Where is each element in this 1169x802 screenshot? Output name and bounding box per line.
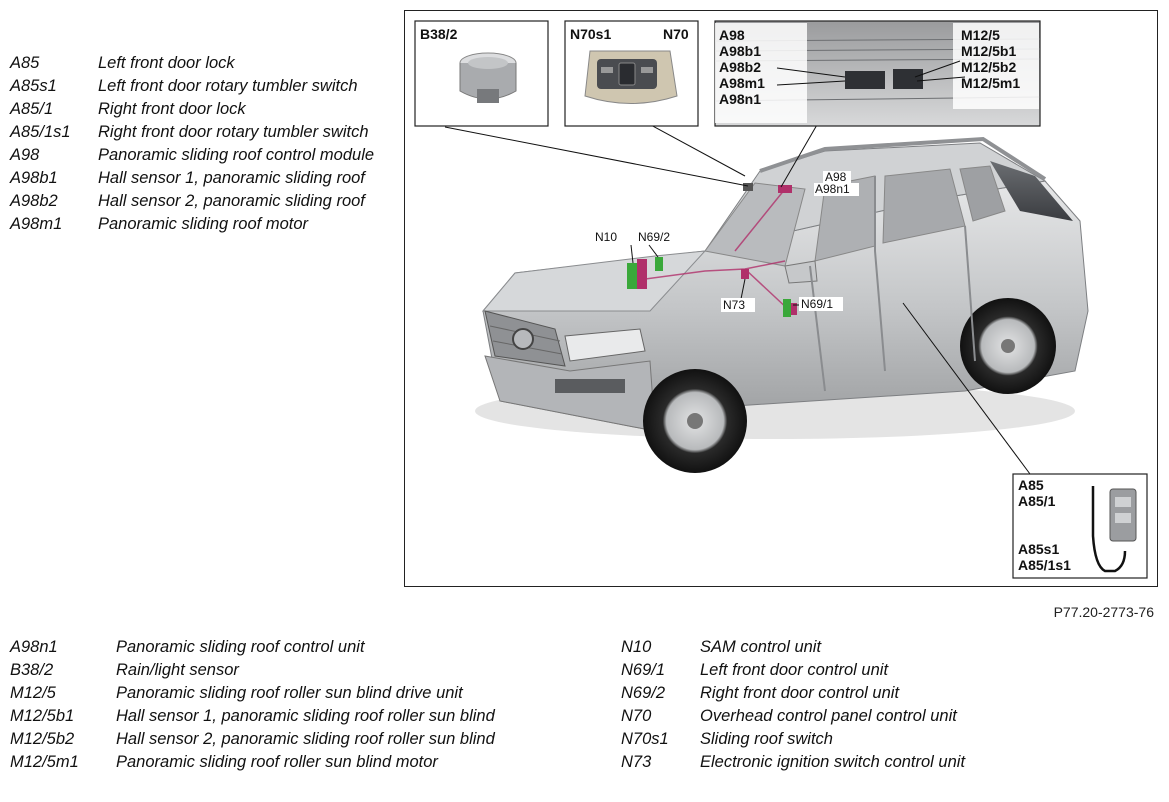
legend-bottom-left: A98n1 Panoramic sliding roof control unit…	[10, 637, 570, 775]
legend-row: N73 Electronic ignition switch control un…	[621, 752, 1041, 773]
legend-code: N73	[621, 753, 652, 771]
legend-description: Left front door control unit	[700, 661, 889, 679]
vehicle-illustration	[475, 136, 1089, 473]
callout-n69-1: N69/1	[801, 297, 833, 311]
legend-code: N70	[621, 707, 652, 725]
legend-description: Sliding roof switch	[700, 730, 833, 748]
legend-description: SAM control unit	[700, 638, 822, 656]
legend-code: A98b1	[10, 169, 58, 187]
inset-label-b38-2: B38/2	[420, 26, 458, 42]
legend-code: M12/5b1	[10, 707, 75, 725]
legend-row: M12/5b1 Hall sensor 1, panoramic sliding …	[10, 706, 570, 727]
legend-row: N70s1 Sliding roof switch	[621, 729, 1041, 750]
legend-code: N70s1	[621, 730, 669, 748]
lock-label-a85s1: A85s1	[1018, 541, 1059, 557]
legend-code: A98n1	[10, 638, 58, 656]
roof-label-a98b2: A98b2	[719, 59, 761, 75]
legend-row: B38/2 Rain/light sensor	[10, 660, 570, 681]
legend-description: Hall sensor 1, panoramic sliding roof ro…	[116, 707, 495, 725]
inset-label-n70s1: N70s1	[570, 26, 611, 42]
lock-label-a85-1: A85/1	[1018, 493, 1056, 509]
legend-row: M12/5b2 Hall sensor 2, panoramic sliding …	[10, 729, 570, 750]
legend-code: A85s1	[10, 77, 57, 95]
legend-code: N69/2	[621, 684, 666, 702]
legend-row: A98b1 Hall sensor 1, panoramic sliding ro…	[10, 168, 380, 189]
legend-row: A85 Left front door lock	[10, 53, 380, 74]
legend-description: Electronic ignition switch control unit	[700, 753, 966, 771]
inset-door-lock	[1012, 473, 1148, 579]
callout-a98: A98	[825, 170, 847, 184]
car-callouts: A98 A98n1 N10 N69/2 N73 N69/1	[593, 170, 859, 312]
callout-a98n1: A98n1	[815, 182, 850, 196]
legend-row: A85s1 Left front door rotary tumbler swit…	[10, 76, 380, 97]
inset-panoramic-roof	[714, 20, 1041, 127]
legend-description: Right front door rotary tumbler switch	[98, 123, 369, 141]
legend-description: Right front door lock	[98, 100, 246, 118]
callout-n10: N10	[595, 230, 617, 244]
legend-row: N10 SAM control unit	[621, 637, 1041, 658]
legend-code: N69/1	[621, 661, 666, 679]
legend-description: Rain/light sensor	[116, 661, 239, 679]
legend-code: A98m1	[10, 215, 63, 233]
legend-description: Panoramic sliding roof control unit	[116, 638, 365, 656]
legend-code: A98	[10, 146, 40, 164]
callout-n73: N73	[723, 298, 745, 312]
legend-description: Right front door control unit	[700, 684, 900, 702]
legend-row: A98b2 Hall sensor 2, panoramic sliding ro…	[10, 191, 380, 212]
legend-code: N10	[621, 638, 652, 656]
legend-row: A85/1 Right front door lock	[10, 99, 380, 120]
figure-reference-number: P77.20-2773-76	[1053, 604, 1154, 620]
legend-description: Panoramic sliding roof control module	[98, 146, 375, 164]
legend-description: Left front door rotary tumbler switch	[98, 77, 358, 95]
legend-description: Overhead control panel control unit	[700, 707, 957, 725]
lock-label-a85-1s1: A85/1s1	[1018, 557, 1071, 573]
legend-code: M12/5	[10, 684, 56, 702]
roof-label-m12-5b1: M12/5b1	[961, 43, 1016, 59]
legend-code: A85/1s1	[10, 123, 71, 141]
roof-label-m12-5b2: M12/5b2	[961, 59, 1016, 75]
inset-label-n70: N70	[663, 26, 689, 42]
roof-label-m12-5m1: M12/5m1	[961, 75, 1020, 91]
legend-row: A85/1s1 Right front door rotary tumbler s…	[10, 122, 380, 143]
roof-label-m12-5: M12/5	[961, 27, 1000, 43]
legend-code: A85	[10, 54, 40, 72]
lock-label-a85: A85	[1018, 477, 1044, 493]
legend-row: A98 Panoramic sliding roof control module	[10, 145, 380, 166]
legend-row: M12/5m1 Panoramic sliding roof roller sun…	[10, 752, 570, 773]
legend-row: N69/2 Right front door control unit	[621, 683, 1041, 704]
legend-description: Panoramic sliding roof roller sun blind …	[116, 684, 463, 702]
roof-label-a98b1: A98b1	[719, 43, 761, 59]
legend-description: Hall sensor 1, panoramic sliding roof	[98, 169, 365, 187]
legend-code: M12/5b2	[10, 730, 75, 748]
roof-label-a98m1: A98m1	[719, 75, 765, 91]
legend-description: Hall sensor 2, panoramic sliding roof ro…	[116, 730, 495, 748]
roof-label-a98n1: A98n1	[719, 91, 761, 107]
legend-code: B38/2	[10, 661, 54, 679]
component-location-figure: A98 A98n1 N10 N69/2 N73 N69/1 B38/2 N70s…	[404, 10, 1158, 587]
legend-row: N70 Overhead control panel control unit	[621, 706, 1041, 727]
figure-svg: A98 A98n1 N10 N69/2 N73 N69/1 B38/2 N70s…	[414, 20, 1148, 579]
legend-description: Left front door lock	[98, 54, 235, 72]
legend-code: A98b2	[10, 192, 58, 210]
roof-label-a98: A98	[719, 27, 745, 43]
legend-description: Panoramic sliding roof motor	[98, 215, 309, 233]
legend-code: A85/1	[10, 100, 54, 118]
legend-row: N69/1 Left front door control unit	[621, 660, 1041, 681]
legend-description: Hall sensor 2, panoramic sliding roof	[98, 192, 365, 210]
legend-row: M12/5 Panoramic sliding roof roller sun b…	[10, 683, 570, 704]
legend-row: A98n1 Panoramic sliding roof control unit	[10, 637, 570, 658]
legend-code: M12/5m1	[10, 753, 79, 771]
legend-row: A98m1 Panoramic sliding roof motor	[10, 214, 380, 235]
legend-description: Panoramic sliding roof roller sun blind …	[116, 753, 438, 771]
inset-rain-light-sensor: B38/2	[414, 20, 549, 127]
callout-n69-2: N69/2	[638, 230, 670, 244]
inset-overhead-control-panel: N70s1 N70	[564, 20, 699, 127]
